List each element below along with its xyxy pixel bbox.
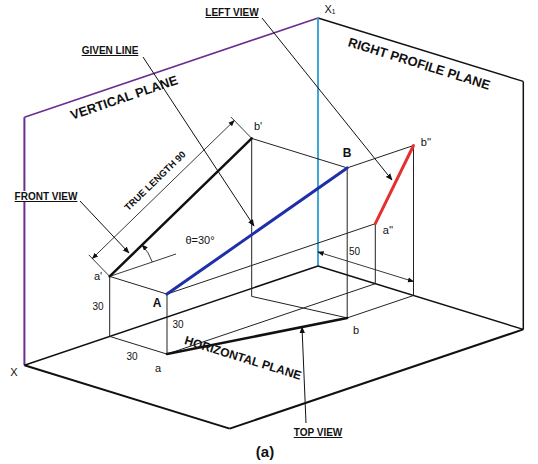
plane-edge [523,81,525,329]
plane-edge [23,117,25,365]
figure-caption: (a) [254,444,276,461]
plane-edge [230,329,524,428]
point-label: b [351,324,361,336]
view-callout: FRONT VIEW [13,191,80,202]
projector [347,168,348,318]
projector-lines [110,138,414,354]
point-label: b'' [419,136,433,148]
plane-edge [318,266,523,329]
horizontal-plane-face [24,266,523,429]
angle-arc [142,245,152,262]
front-view-line [110,138,252,276]
view-callout: GIVEN LINE [80,45,141,56]
projector [252,138,348,168]
dimension-value: 30 [90,301,105,312]
construction-line [110,336,167,354]
projector [167,294,168,354]
construction-line [375,224,376,284]
leader-lines [80,18,392,423]
construction-line [413,146,414,296]
dimension-line [318,252,414,282]
point-label: a' [92,270,104,282]
view-callout: LEFT VIEW [203,7,260,18]
construction-line [347,296,413,318]
construction-line [251,138,252,296]
extension-line [231,117,252,138]
point-label: A [151,297,164,310]
point-label: B [341,147,354,160]
angle-label: θ=30° [183,234,216,246]
construction-line [109,276,110,336]
plane-edge [24,365,229,428]
dimension-value: 30 [124,351,139,362]
reference-line [24,266,318,365]
axis-label: X₁ [322,3,337,15]
dimension-lines [89,117,414,282]
point-label: b' [252,120,264,132]
leader-line [80,201,129,253]
dimension-line [92,121,234,259]
point-label: a [153,362,163,374]
left-view-line [375,146,413,224]
construction-line [252,296,348,318]
dimension-value: 30 [170,319,185,330]
view-callout: TOP VIEW [292,427,345,438]
projector [167,224,375,294]
point-label: a'' [381,224,395,236]
axis-label: X [8,366,19,378]
projector [110,276,167,294]
plane-fold-line [317,18,319,266]
given-line [167,168,347,294]
dimension-value: 50 [347,246,362,257]
